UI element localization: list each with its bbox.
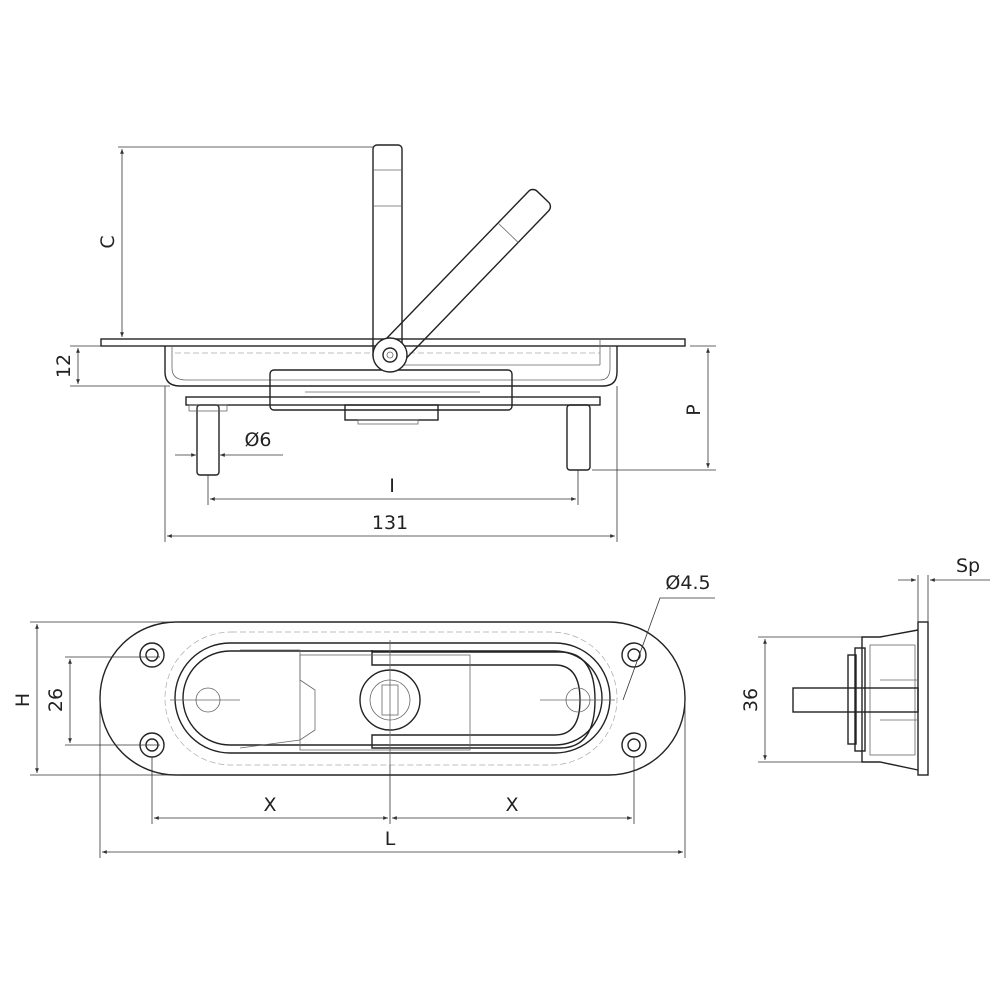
dim-label-26: 26 xyxy=(45,688,67,712)
dim-label-12: 12 xyxy=(53,354,75,378)
dim-label-sp: Sp xyxy=(956,555,980,577)
recess xyxy=(174,642,611,754)
dim-label-x-left: X xyxy=(263,794,276,816)
handle-angled xyxy=(381,188,552,363)
side-plate xyxy=(917,621,929,776)
dim-label-l: L xyxy=(385,828,396,850)
outer-flange xyxy=(99,621,686,776)
slider xyxy=(371,650,596,749)
dim-label-x-right: X xyxy=(505,794,518,816)
side-body xyxy=(861,629,919,771)
pin-right xyxy=(566,404,591,471)
top-view: C 12 P Ø6 I 131 xyxy=(53,144,716,542)
dim-label-36: 36 xyxy=(740,688,762,712)
dim-label-131: 131 xyxy=(372,512,408,534)
side-shaft xyxy=(792,687,919,713)
cam-block xyxy=(344,404,439,421)
dim-label-h: H xyxy=(12,693,34,707)
center-block xyxy=(269,369,513,411)
lower-plate xyxy=(185,396,601,406)
pivot xyxy=(372,337,408,373)
side-view: 36 Sp xyxy=(740,555,990,776)
front-view: H 26 X X L Ø4.5 xyxy=(12,572,715,858)
dim-label-i: I xyxy=(389,475,395,497)
dim-label-p: P xyxy=(683,404,705,415)
pin-left xyxy=(196,404,220,476)
dim-label-pin-diameter: Ø6 xyxy=(244,429,271,451)
dim-label-c: C xyxy=(97,235,119,248)
tray xyxy=(164,346,618,387)
dim-label-hole-diameter: Ø4.5 xyxy=(665,572,710,594)
